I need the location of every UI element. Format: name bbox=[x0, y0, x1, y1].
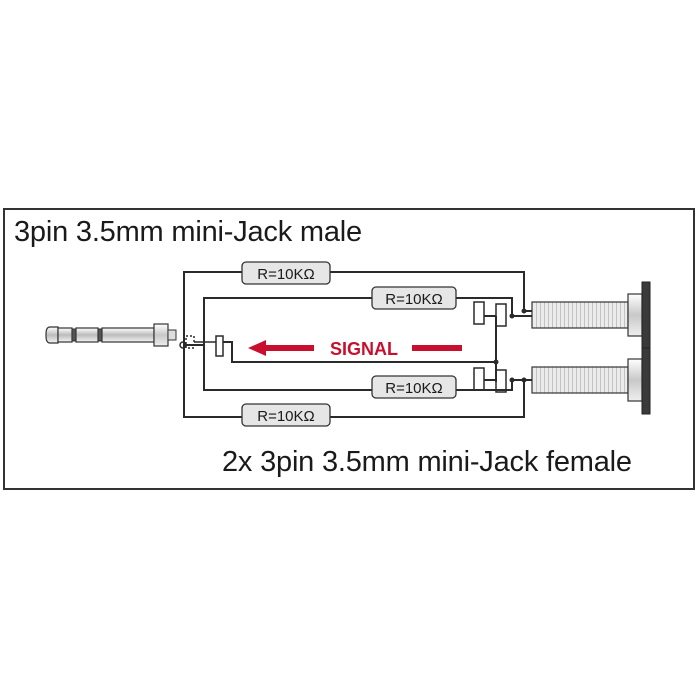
signal-arrow: SIGNAL bbox=[248, 339, 462, 359]
resistor-bottom-outer: R=10KΩ bbox=[241, 403, 331, 427]
resistor-label: R=10KΩ bbox=[385, 291, 443, 308]
signal-label: SIGNAL bbox=[330, 339, 398, 359]
diagram-frame bbox=[3, 208, 695, 490]
female-jack-bottom bbox=[531, 347, 651, 415]
arrow-head-icon bbox=[248, 340, 266, 356]
resistor-label: R=10KΩ bbox=[385, 380, 443, 397]
male-connector-label: 3pin 3.5mm mini-Jack male bbox=[14, 216, 362, 248]
resistor-top-outer: R=10KΩ bbox=[241, 261, 331, 285]
female-jack-top bbox=[531, 281, 651, 349]
female-connector-label: 2x 3pin 3.5mm mini-Jack female bbox=[222, 446, 632, 478]
junctions bbox=[493, 308, 527, 383]
wiring bbox=[183, 271, 532, 418]
resistor-label: R=10KΩ bbox=[257, 408, 315, 425]
resistor-top-inner: R=10KΩ bbox=[371, 286, 457, 310]
resistor-label: R=10KΩ bbox=[257, 266, 315, 283]
resistor-bottom-inner: R=10KΩ bbox=[371, 375, 457, 399]
male-plug bbox=[45, 323, 177, 347]
